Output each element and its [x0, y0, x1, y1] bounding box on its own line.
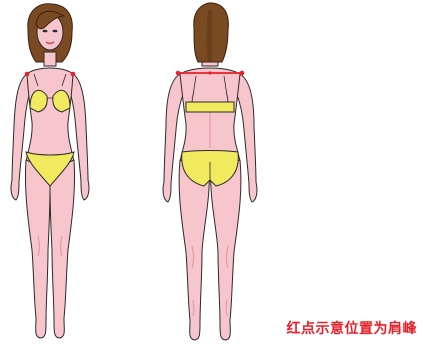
caption-text: 红点示意位置为肩峰	[287, 318, 418, 338]
front-view-figure	[11, 4, 89, 338]
back-view-figure	[163, 3, 257, 340]
